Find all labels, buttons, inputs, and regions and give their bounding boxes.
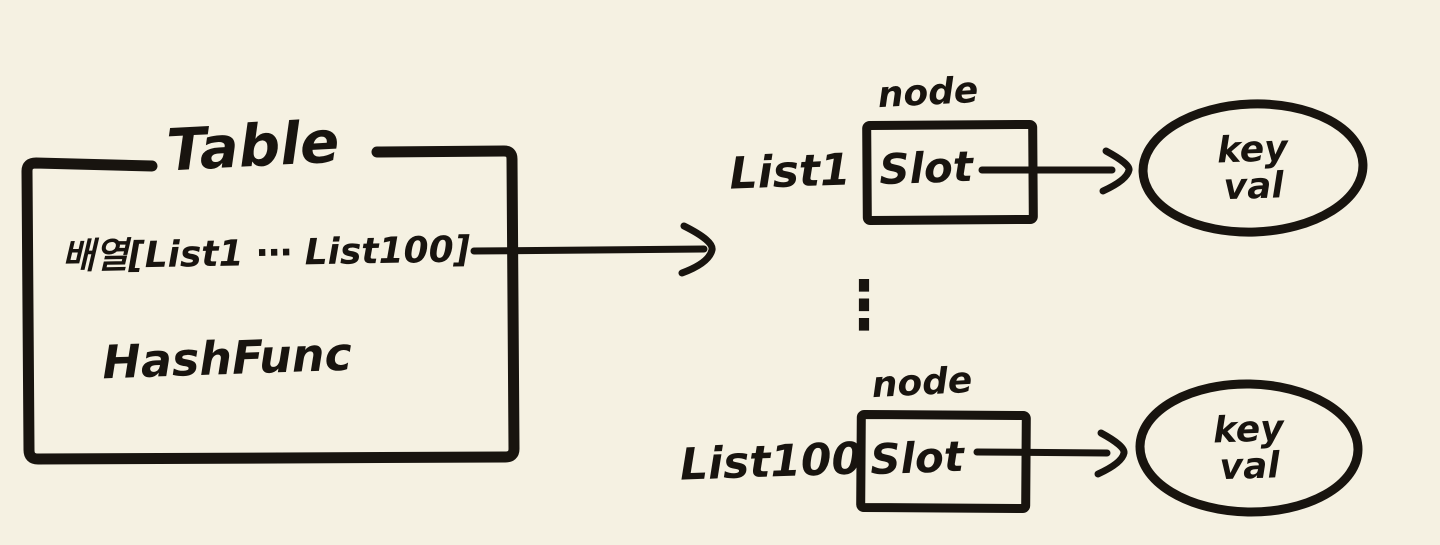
list1-key-label: key bbox=[1216, 128, 1289, 172]
slot2-arrow-shaft bbox=[973, 448, 1111, 457]
vertical-ellipsis-icon: ⋮ bbox=[835, 265, 893, 345]
list100-key-label: key bbox=[1212, 408, 1285, 452]
table-array-field: 배열[List1 ⋯ List100] bbox=[61, 229, 471, 278]
slot1-arrow-head bbox=[1099, 147, 1133, 195]
list1-slot-label: Slot bbox=[878, 141, 974, 195]
list1-val-label: val bbox=[1222, 164, 1285, 209]
slot2-arrow-head bbox=[1094, 429, 1128, 478]
list100-label: List100 bbox=[679, 433, 863, 491]
main-arrow-shaft bbox=[470, 245, 708, 255]
list100-val-label: val bbox=[1218, 444, 1281, 489]
table-box-outline bbox=[21, 145, 520, 465]
table-title: Table bbox=[165, 107, 341, 185]
slot-box-list100 bbox=[856, 409, 1031, 514]
list100-slot-label: Slot bbox=[869, 431, 965, 485]
keyval-ellipse-list1 bbox=[1138, 99, 1368, 237]
table-hashfunc-field: HashFunc bbox=[101, 326, 353, 390]
list1-node-label: node bbox=[876, 69, 980, 117]
keyval-ellipse-list100 bbox=[1135, 379, 1363, 517]
list1-label: List1 bbox=[728, 144, 852, 200]
main-arrow-head bbox=[678, 222, 716, 277]
list100-node-label: node bbox=[870, 359, 974, 407]
list1-keyval-text: key val bbox=[1216, 128, 1289, 209]
list100-keyval-text: key val bbox=[1212, 408, 1285, 489]
